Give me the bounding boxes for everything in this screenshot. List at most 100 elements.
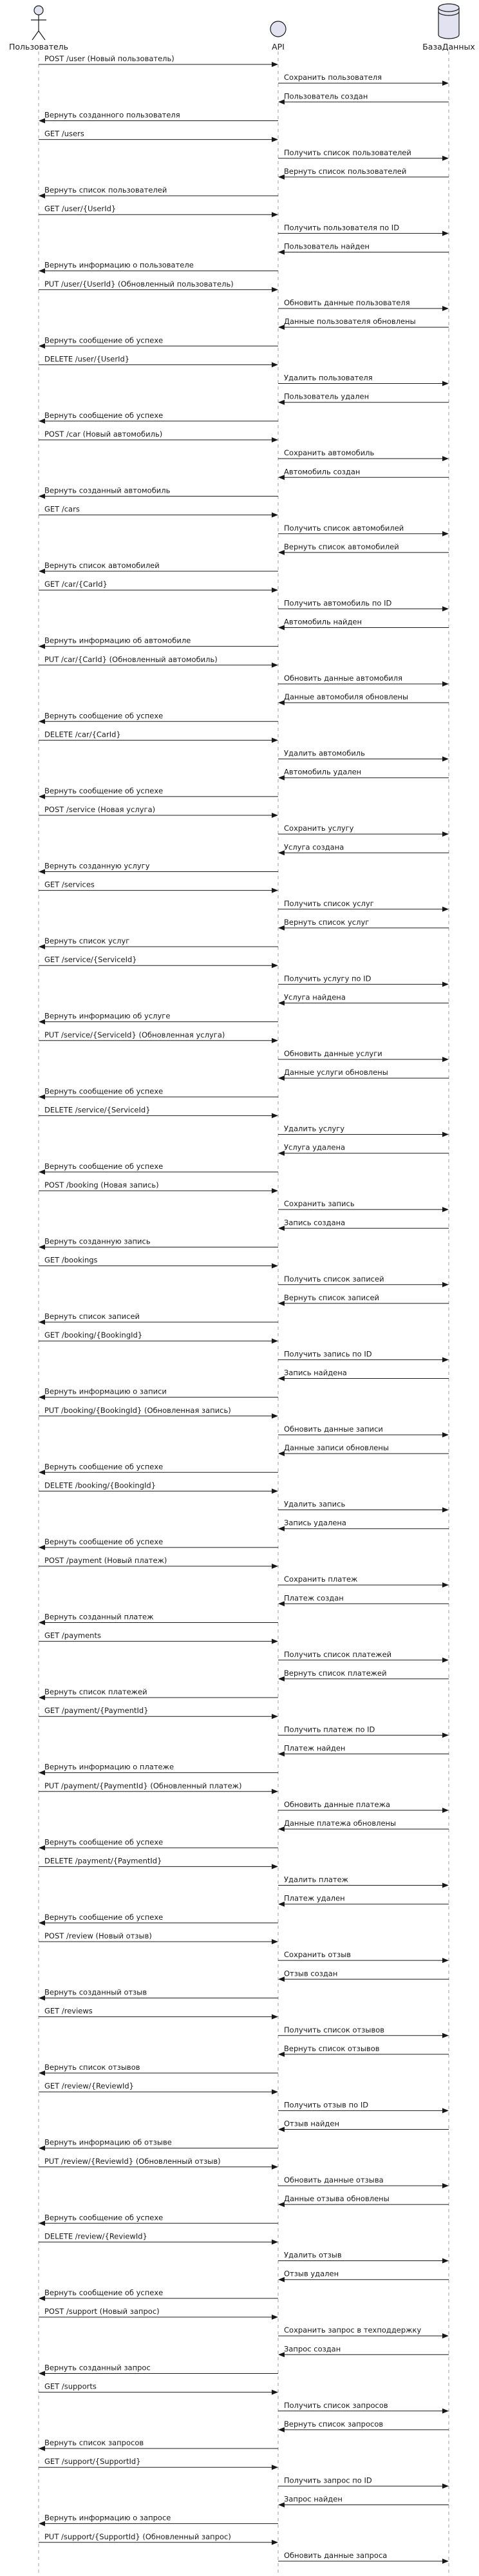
arrow-head [272,137,278,142]
arrow-head [442,831,449,837]
message-arrow: GET /bookings [39,1256,278,1269]
arrow-head [278,399,285,405]
arrow-head [39,1470,45,1475]
arrow-head [272,1864,278,1870]
message-arrow: PUT /payment/{PaymentId} (Обновленный пл… [39,1781,278,1794]
arrow-head [272,1413,278,1419]
message-arrow: Пользователь удален [278,392,449,405]
arrow-head [39,1320,45,1325]
arrow-head [272,212,278,218]
arrow-head [272,287,278,292]
arrow-head [278,850,285,856]
message-label: Данные отзыва обновлены [284,2194,390,2203]
message-label: POST /payment (Новый платеж) [44,1556,167,1565]
arrow-head [442,1582,449,1588]
arrow-head [278,325,285,330]
message-label: Сохранить запрос в техподдержку [284,2325,421,2334]
arrow-head [278,2126,285,2132]
arrow-head [442,1807,449,1813]
message-arrow: POST /service (Новая услуга) [39,805,278,818]
message-arrow: Платеж найден [278,1744,449,1757]
message-label: POST /user (Новый пользователь) [44,54,174,63]
message-arrow: Вернуть сообщение об успехе [39,411,278,424]
arrow-head [272,2089,278,2095]
message-label: Обновить данные автомобиля [284,674,402,683]
arrow-head [272,1488,278,1494]
message-label: Вернуть список услуг [44,936,129,945]
arrow-head [278,1526,285,1531]
message-arrow: DELETE /user/{UserId} [39,354,278,368]
arrow-head [272,1037,278,1043]
arrow-head [442,756,449,762]
message-arrow: Вернуть созданный отзыв [39,1987,278,2001]
arrow-head [278,2352,285,2358]
message-label: Обновить данные пользователя [284,298,410,307]
message-arrow: GET /support/{SupportId} [39,2457,278,2470]
arrow-head [442,1132,449,1137]
message-label: Сохранить запись [284,1199,355,1208]
message-label: Получить запись по ID [284,1349,372,1358]
message-arrow: PUT /review/{ReviewId} (Обновленный отзы… [39,2157,278,2170]
message-label: Вернуть список записей [44,1312,140,1321]
arrow-head [442,681,449,687]
arrow-head [442,1507,449,1513]
message-arrow: PUT /car/{CarId} (Обновленный автомобиль… [39,655,278,668]
arrow-head [272,1788,278,1794]
message-arrow: DELETE /service/{ServiceId} [39,1105,278,1119]
message-arrow: Вернуть созданную запись [39,1236,278,1250]
message-label: DELETE /payment/{PaymentId} [44,1856,162,1865]
message-label: GET /car/{CarId} [44,580,108,589]
message-arrow: GET /services [39,880,278,893]
message-arrow: POST /support (Новый запрос) [39,2307,278,2320]
message-arrow: GET /supports [39,2382,278,2395]
message-label: Вернуть сообщение об успехе [44,711,163,720]
message-label: Вернуть созданную запись [44,1236,151,1245]
message-arrow: Получить список пользователей [278,148,449,161]
arrow-head [39,2446,45,2452]
arrow-head [442,906,449,912]
message-label: GET /services [44,880,95,889]
message-arrow: Автомобиль создан [278,467,449,480]
message-label: DELETE /booking/{BookingId} [44,1481,156,1490]
message-arrow: Получить список услуг [278,899,449,912]
message-label: DELETE /review/{ReviewId} [44,2231,147,2240]
message-label: Данные записи обновлены [284,1443,389,1452]
arrow-head [39,869,45,875]
message-label: GET /payment/{PaymentId} [44,1706,149,1715]
arrow-head [39,2295,45,2301]
message-label: GET /cars [44,505,80,514]
arrow-head [272,2014,278,2020]
arrow-head [39,1845,45,1851]
message-label: Платеж удален [284,1894,345,1903]
participant-user: Пользователь [9,5,68,52]
arrow-head [39,1995,45,2001]
message-label: PUT /car/{CarId} (Обновленный автомобиль… [44,655,218,664]
arrow-head [278,925,285,931]
message-arrow: Обновить данные услуги [278,1049,449,1062]
arrow-head [442,1732,449,1738]
message-arrow: Вернуть список платежей [278,1669,449,1681]
arrow-head [272,1113,278,1119]
message-label: Автомобиль создан [284,467,360,476]
message-arrow: Вернуть список отзывов [39,2063,278,2076]
arrow-head [278,1000,285,1006]
message-label: POST /car (Новый автомобиль) [44,430,162,439]
message-arrow: Отзыв создан [278,1969,449,1982]
arrow-head [39,1620,45,1625]
message-label: Запрос создан [284,2344,341,2353]
message-label: Сохранить автомобиль [284,448,375,457]
arrow-head [272,1263,278,1269]
message-label: Вернуть созданный платеж [44,1612,154,1621]
message-label: Обновить данные услуги [284,1049,382,1058]
message-label: Данные автомобиля обновлены [284,692,408,701]
message-label: Данные платежа обновлены [284,1819,396,1828]
message-arrow: Получить список запросов [278,2401,449,2414]
message-label: Вернуть сообщение об успехе [44,336,163,345]
message-label: Запись найдена [284,1368,347,1378]
arrow-head [39,1695,45,1701]
arrow-head [39,569,45,574]
message-arrow: Вернуть список записей [39,1312,278,1325]
message-label: Данные услуги обновлены [284,1068,388,1077]
arrow-head [272,1638,278,1644]
arrow-head [39,1244,45,1250]
